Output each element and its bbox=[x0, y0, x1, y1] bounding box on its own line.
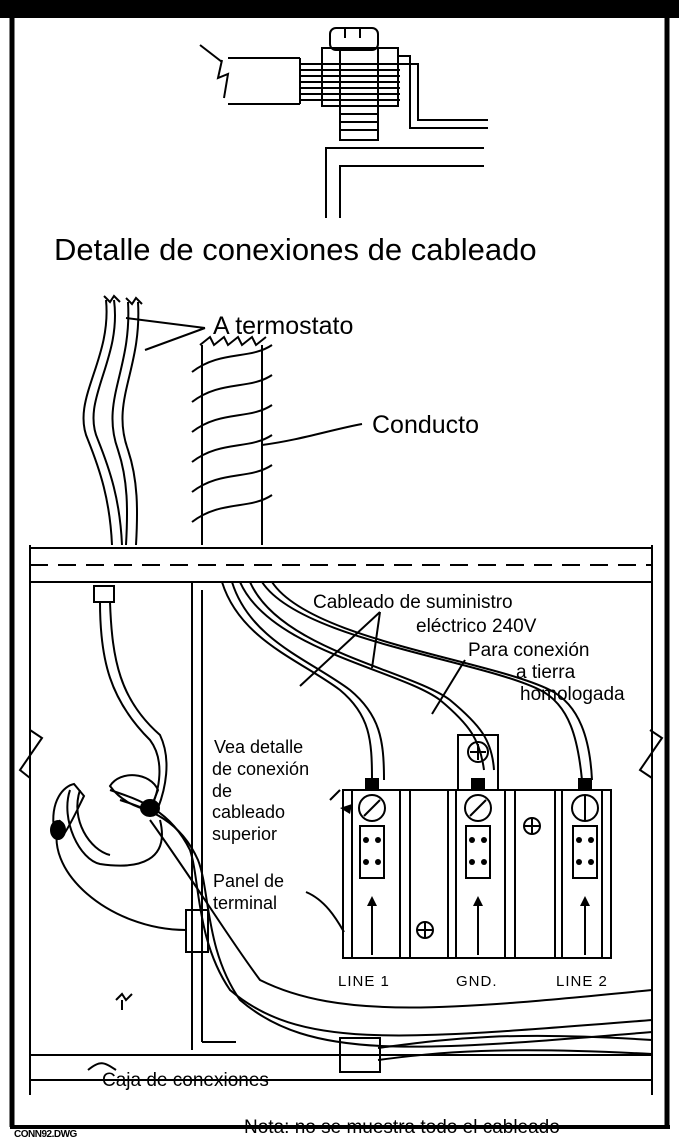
box-wiring bbox=[55, 585, 653, 1073]
conduit bbox=[191, 335, 363, 545]
label-ground-line1: Para conexión bbox=[468, 640, 590, 661]
label-see-detail-4: cableado bbox=[212, 802, 286, 822]
label-thermostat: A termostato bbox=[213, 312, 354, 340]
connection-detail bbox=[199, 27, 488, 218]
label-see-detail-5: superior bbox=[212, 824, 278, 844]
label-line-1: LINE 1 bbox=[338, 973, 390, 990]
label-conduit: Conducto bbox=[372, 411, 480, 439]
footer-note: Nota: no se muestra todo el cableado bbox=[244, 1117, 560, 1138]
box-top bbox=[29, 545, 653, 1095]
label-see-detail-3: de bbox=[212, 781, 233, 801]
thermostat-wires bbox=[82, 294, 143, 546]
supply-cable bbox=[221, 581, 593, 781]
label-see-detail-2: de conexión bbox=[212, 759, 310, 779]
label-line-2: LINE 2 bbox=[556, 973, 608, 990]
label-junction-box: Caja de conexiones bbox=[102, 1070, 269, 1091]
terminal-fill bbox=[340, 778, 594, 906]
terminal-panel bbox=[305, 734, 612, 959]
label-supply-wiring-line1: Cableado de suministro bbox=[313, 592, 513, 613]
footer-filename: CONN92.DWG bbox=[14, 1129, 77, 1140]
label-panel-1: Panel de bbox=[213, 871, 285, 891]
label-supply-wiring-line2: eléctrico 240V bbox=[416, 616, 537, 637]
label-see-detail-1: Vea detalle bbox=[214, 737, 304, 757]
top-border-bar bbox=[0, 0, 679, 18]
label-ground-line3: homologada bbox=[520, 684, 625, 705]
label-panel-2: terminal bbox=[213, 893, 278, 913]
wire-nuts bbox=[50, 774, 160, 840]
label-ground-line2: a tierra bbox=[516, 662, 576, 683]
break-marks bbox=[18, 729, 664, 779]
thermostat-leaders bbox=[125, 317, 206, 351]
diagram-title: Detalle de conexiones de cableado bbox=[54, 232, 537, 267]
label-gnd: GND. bbox=[456, 973, 498, 990]
